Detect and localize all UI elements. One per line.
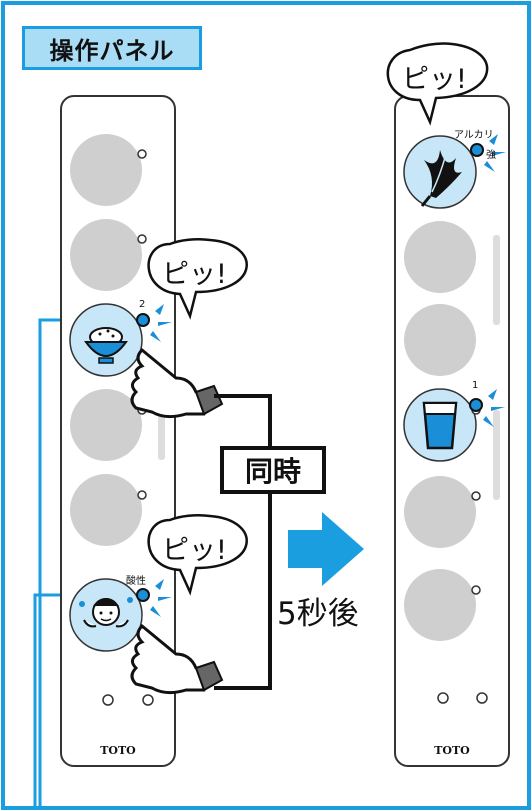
left-indicator-upper-label: 2 xyxy=(139,299,146,310)
pointing-hand-lower-icon xyxy=(130,623,224,695)
face-wash-icon xyxy=(69,578,143,652)
right-indicator-mid-label: 1 xyxy=(472,380,479,391)
right-bubble-text: ピッ! xyxy=(402,64,467,95)
left-bubble-upper-text: ピッ! xyxy=(162,259,227,290)
right-slider-track-1 xyxy=(493,235,500,325)
simultaneous-bracket xyxy=(214,394,272,690)
right-small-button-2 xyxy=(476,692,488,704)
right-slider-track-2 xyxy=(493,410,500,500)
right-brand-logo: TOTO xyxy=(434,744,470,757)
right-button-3 xyxy=(404,304,476,376)
right-bubble xyxy=(386,42,489,126)
right-indicator-top xyxy=(470,134,506,172)
left-indicator-lower xyxy=(136,579,172,617)
left-bubble-lower-text: ピッ! xyxy=(162,535,227,566)
left-small-button-2 xyxy=(142,694,154,706)
right-indicator-mid xyxy=(469,389,505,427)
left-small-button-1 xyxy=(102,694,114,706)
right-button-5 xyxy=(404,476,476,548)
glass-icon xyxy=(422,401,458,450)
pointing-hand-upper-icon xyxy=(130,347,224,419)
right-arrow-icon xyxy=(288,512,364,586)
after-five-seconds-label: 5秒後 xyxy=(277,596,359,632)
left-indicator-lower-label: 酸性 xyxy=(126,576,146,587)
left-button-5 xyxy=(70,474,142,546)
panel-title: 操作パネル xyxy=(22,26,202,70)
right-small-button-1 xyxy=(437,692,449,704)
rice-bowl-icon xyxy=(69,303,143,377)
right-indicator-top-label-1: アルカリ xyxy=(454,130,494,141)
right-button-6 xyxy=(404,569,476,641)
left-bubble-upper xyxy=(147,237,248,320)
simultaneous-label: 同時 xyxy=(220,446,326,494)
right-buttons xyxy=(403,135,500,704)
spinach-icon xyxy=(420,150,462,207)
left-indicator-upper xyxy=(136,304,172,342)
right-indicator-top-label-2: 強 xyxy=(486,150,496,161)
left-button-2 xyxy=(70,219,142,291)
left-button-4 xyxy=(70,389,142,461)
right-button-2 xyxy=(404,221,476,293)
left-button-1 xyxy=(70,134,142,206)
left-bubble-lower xyxy=(147,513,248,596)
left-brand-logo: TOTO xyxy=(100,744,136,757)
